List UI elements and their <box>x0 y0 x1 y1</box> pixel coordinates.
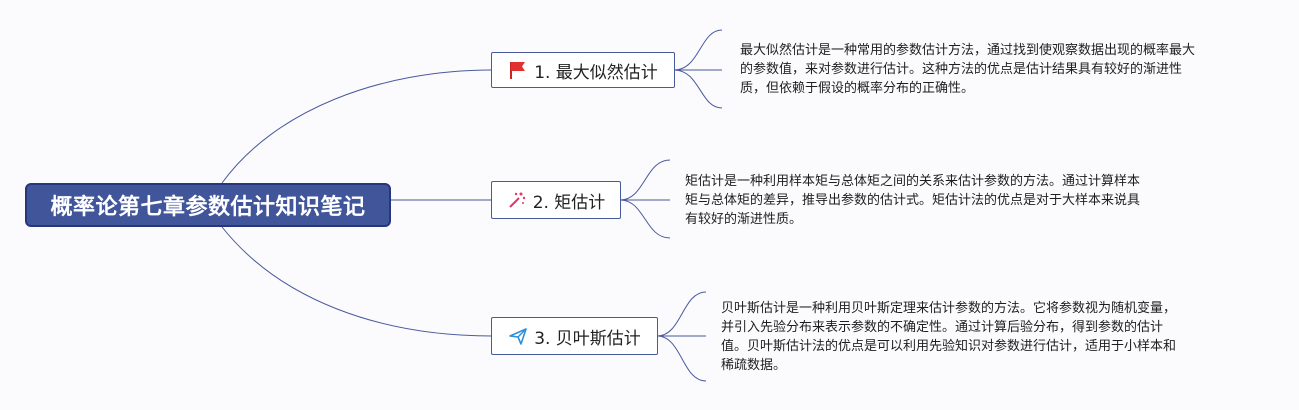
sparkle-wand-icon <box>507 190 527 210</box>
paper-plane-icon <box>508 326 528 346</box>
branch-topic-1-label: 1. 最大似然估计 <box>534 62 658 83</box>
note-line: 值。贝叶斯估计法的优点是可以利用先验知识对参数进行估计，适用于小样本和 <box>721 339 1177 354</box>
note-line: 的参数值，来对参数进行估计。这种方法的优点是估计结果具有较好的渐进性 <box>740 62 1183 77</box>
note-line: 贝叶斯估计是一种利用贝叶斯定理来估计参数的方法。它将参数视为随机变量， <box>721 301 1177 316</box>
connector-branch-2-note <box>619 159 671 239</box>
connector-root-branch-3 <box>221 226 493 337</box>
note-method-of-moments: 矩估计是一种利用样本矩与总体矩之间的关系来估计参数的方法。通过计算样本 矩与总体… <box>685 172 1215 229</box>
note-line: 矩估计是一种利用样本矩与总体矩之间的关系来估计参数的方法。通过计算样本 <box>685 174 1141 189</box>
branch-topic-3[interactable]: 3. 贝叶斯估计 <box>491 317 658 355</box>
note-line: 质，但依赖于假设的概率分布的正确性。 <box>740 81 975 96</box>
connector-branch-1-note <box>673 29 723 109</box>
note-line: 最大似然估计是一种常用的参数估计方法，通过找到使观察数据出现的概率最大 <box>740 43 1196 58</box>
branch-topic-2[interactable]: 2. 矩估计 <box>491 181 621 219</box>
note-line: 矩与总体矩的差异，推导出参数的估计式。矩估计法的优点是对于大样本来说具 <box>685 193 1141 208</box>
branch-topic-3-label: 3. 贝叶斯估计 <box>534 328 641 349</box>
red-flag-icon <box>508 60 528 80</box>
root-topic[interactable]: 概率论第七章参数估计知识笔记 <box>25 183 391 227</box>
note-bayesian-estimation: 贝叶斯估计是一种利用贝叶斯定理来估计参数的方法。它将参数视为随机变量， 并引入先… <box>721 299 1261 375</box>
note-line: 稀疏数据。 <box>721 358 787 373</box>
root-topic-label: 概率论第七章参数估计知识笔记 <box>50 195 366 220</box>
connector-branch-3-note <box>656 291 707 382</box>
branch-topic-1[interactable]: 1. 最大似然估计 <box>491 52 675 88</box>
note-line: 并引入先验分布来表示参数的不确定性。通过计算后验分布，得到参数的估计 <box>721 320 1164 335</box>
branch-topic-2-label: 2. 矩估计 <box>532 192 606 213</box>
connector-root-branch-1 <box>221 69 493 184</box>
note-line: 有较好的渐进性质。 <box>685 212 803 227</box>
note-maximum-likelihood: 最大似然估计是一种常用的参数估计方法，通过找到使观察数据出现的概率最大 的参数值… <box>740 41 1270 98</box>
